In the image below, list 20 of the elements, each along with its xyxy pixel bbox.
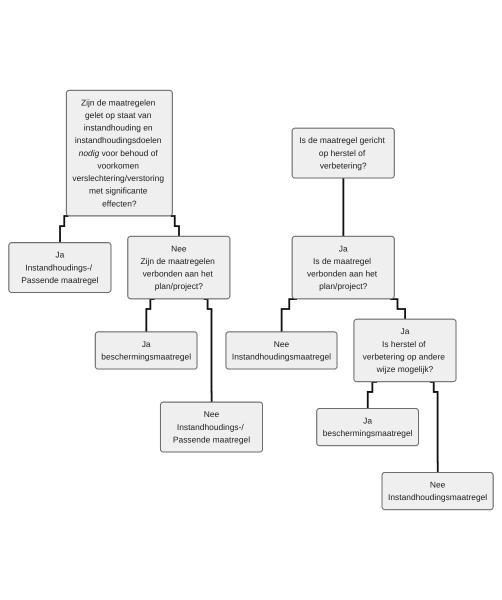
process-box: Is de maatregel gericht op herstel of verbetering?: [292, 128, 395, 178]
connector-line: [204, 298, 213, 404]
process-box: Ja beschermingsmaatregel: [316, 408, 419, 446]
connector-line: [430, 381, 439, 474]
connector-line: [59, 215, 69, 244]
process-box: Ja Instandhoudings-/ Passende maatregel: [8, 242, 112, 293]
connector-line: [145, 298, 155, 334]
process-box: Ja beschermingsmaatregel: [94, 331, 198, 370]
process-box: Zijn de maatregelen gelet op staat van instandhouding en instandhoudingsdoelen nodig voor behoud of voorkomen verslechtering/verstoring met significante effecten?: [66, 90, 173, 216]
process-box: Ja Is herstel of verbetering op andere wijze mogelijk?: [353, 318, 456, 382]
connector-line: [280, 298, 297, 334]
process-box: Nee Instandhoudingsmaatregel: [382, 472, 494, 510]
process-box: Nee Zijn de maatregelen verbonden aan het plan/project?: [127, 236, 230, 300]
process-box: Ja Is de maatregel verbonden aan het plan/project?: [292, 236, 395, 300]
connector-line: [170, 215, 180, 238]
process-box: Nee Instandhoudingsmaatregel: [225, 331, 338, 370]
connector-line: [342, 177, 344, 238]
connector-line: [390, 298, 406, 320]
connector-line: [366, 381, 378, 410]
process-box: Nee Instandhoudings-/ Passende maatregel: [160, 402, 263, 452]
